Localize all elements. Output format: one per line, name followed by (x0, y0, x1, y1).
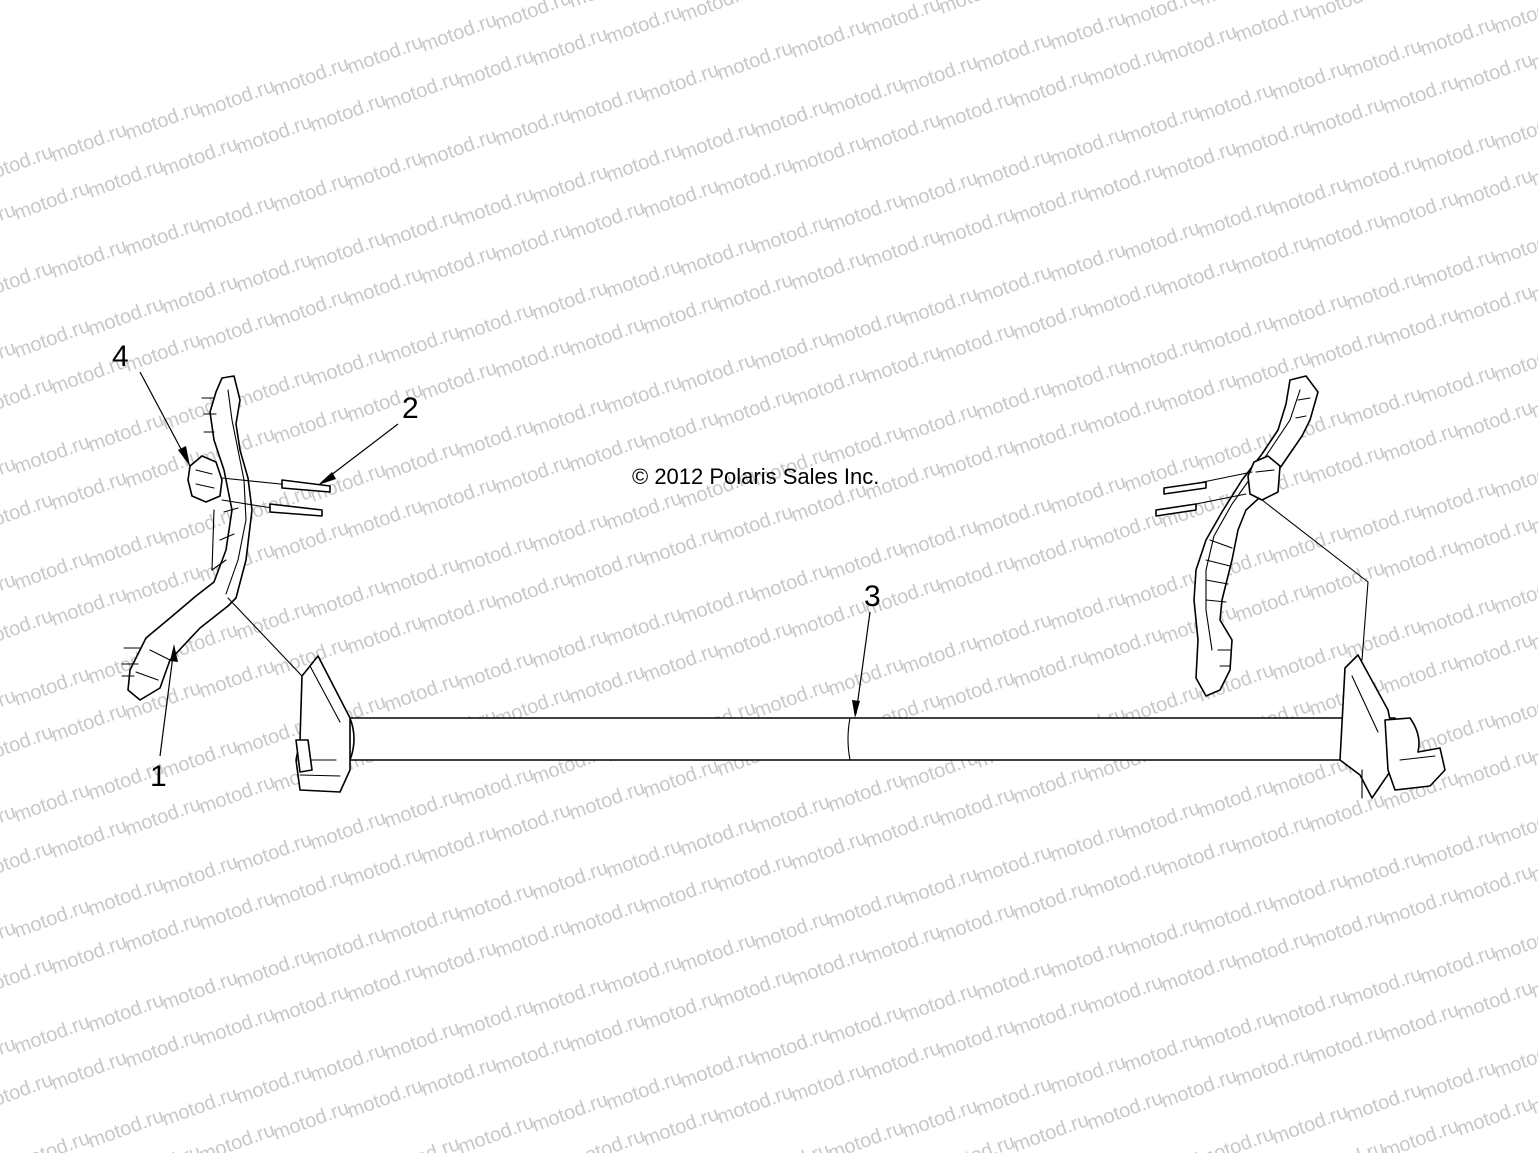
right-handle-body (1193, 375, 1319, 697)
left-screw-upper (281, 479, 331, 493)
right-grab-handle (1193, 375, 1319, 697)
callout-label-1: 1 (150, 760, 167, 793)
right-screw-lower (1155, 503, 1197, 517)
right-mount-bracket (1339, 654, 1399, 799)
left-handle-body (127, 375, 253, 701)
right-end-cap (1384, 717, 1446, 791)
left-screw-lower (269, 503, 323, 517)
callout-label-3: 3 (864, 580, 881, 613)
copyright-notice: © 2012 Polaris Sales Inc. (632, 464, 880, 489)
callout-label-2: 2 (402, 392, 419, 425)
callout-leaders (139, 371, 871, 757)
cross-bar-assembly (295, 654, 1446, 799)
left-handle-clamp-block (187, 455, 223, 503)
right-screw-upper (1163, 481, 1207, 495)
left-mount-clip (295, 739, 313, 773)
left-grab-handle (121, 375, 253, 701)
left-fasteners (221, 477, 331, 517)
callout-label-4: 4 (112, 340, 129, 373)
right-handle-clamp-block (1247, 455, 1281, 501)
right-fasteners (1155, 471, 1253, 517)
